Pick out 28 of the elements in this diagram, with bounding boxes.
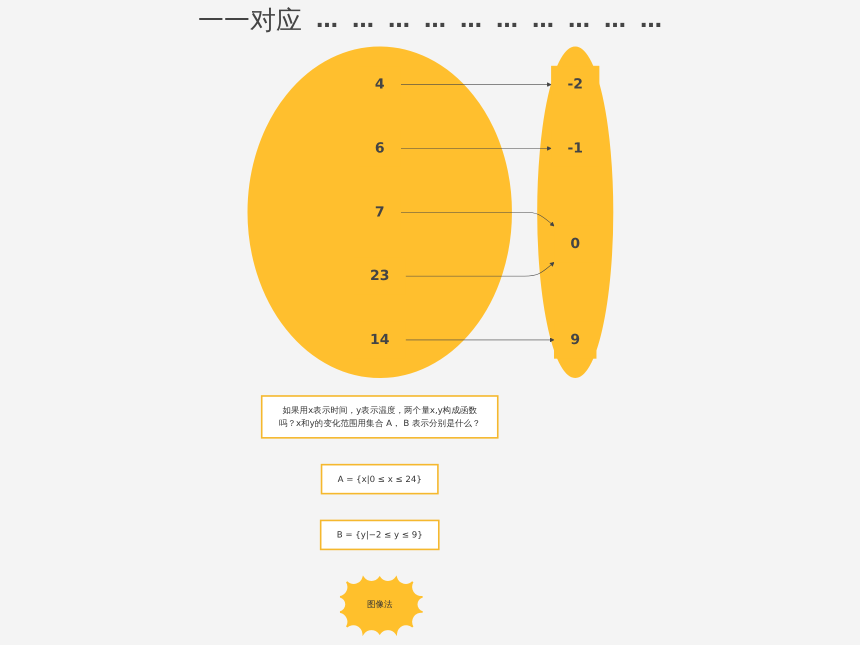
annotation-text: 一一对应 [198,4,302,38]
node-text: -1 [567,140,583,156]
node-box: B = {y|−2 ≤ y ≤ 9} [319,519,440,550]
cluster [247,46,512,378]
node-text: 6 [374,140,384,156]
node-text: 14 [370,331,390,348]
ellipsis-mark: … [388,8,410,32]
ellipsis-mark: … [424,8,446,32]
ellipsis-mark: … [532,8,554,32]
ellipsis-mark: … [604,8,626,32]
node-text: 4 [374,76,384,92]
cluster [536,46,613,378]
ellipsis-mark: … [496,8,518,32]
node-text: 0 [570,235,580,252]
arrow [404,337,554,342]
node-box: 如果用x表示时间，y表示温度，两个量x,y构成函数吗？x和y的变化范围用集合 A， B 表示分别是什么？ [260,394,498,438]
node-box: A = {x|0 ≤ x ≤ 24} [320,463,438,494]
node-text: 23 [370,267,390,284]
arrow [400,211,554,226]
arrow [404,261,554,276]
ellipsis-mark: … [460,8,482,32]
ellipsis-mark: … [568,8,590,32]
ellipsis-mark: … [352,8,374,32]
node-text: 7 [374,203,384,220]
arrow [400,82,552,86]
ellipsis-mark: … [640,8,662,32]
arrow [400,146,552,150]
ellipsis-mark: … [316,8,338,32]
